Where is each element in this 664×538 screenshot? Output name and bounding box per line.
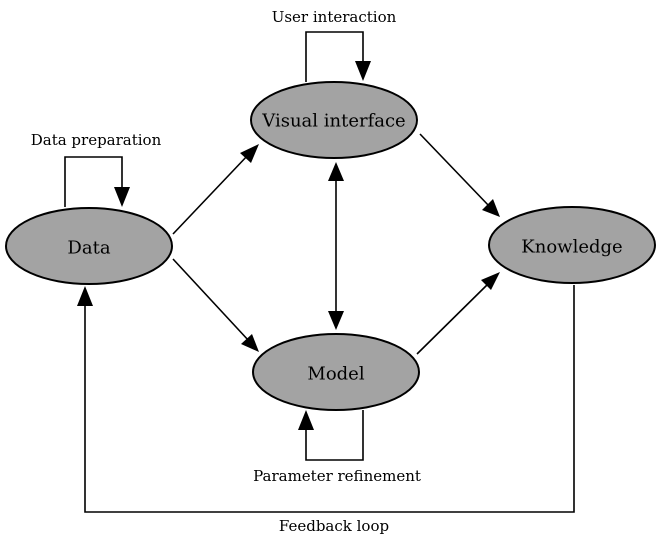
data-ellipse (5, 207, 173, 285)
node-visual-interface: Visual interface (250, 81, 418, 159)
parameter-refinement-label: Parameter refinement (253, 467, 421, 485)
feedback-loop-label: Feedback loop (279, 517, 389, 535)
node-knowledge: Knowledge (488, 206, 656, 284)
edges (64, 31, 575, 513)
arrowhead-parameter-refinement (298, 410, 314, 430)
knowledge-label: Knowledge (521, 237, 622, 258)
data-label: Data (67, 238, 110, 259)
model-ellipse (252, 333, 420, 411)
user-interaction-label: User interaction (272, 8, 397, 26)
arrowhead-data-to-model (241, 334, 259, 352)
arrowhead-down-to-model (328, 311, 344, 330)
arrowhead-up-to-visual-interface (328, 162, 344, 181)
arrowhead-data-to-visual-interface (240, 144, 259, 163)
edge-model-to-knowledge (416, 282, 490, 355)
model-label: Model (307, 364, 364, 385)
loop-data-preparation (64, 156, 123, 207)
visual-interface-ellipse (250, 81, 418, 159)
loop-feedback (84, 285, 575, 513)
edge-data-to-model (172, 258, 250, 342)
visual-interface-label: Visual interface (261, 111, 405, 132)
edge-visual-interface-to-knowledge (419, 133, 491, 208)
loop-user-interaction (305, 31, 364, 82)
arrowhead-feedback (77, 286, 93, 306)
arrowhead-visual-interface-to-knowledge (482, 199, 500, 217)
edge-data-to-visual-interface (172, 153, 250, 235)
arrowhead-model-to-knowledge (481, 272, 500, 290)
node-model: Model (252, 333, 420, 411)
data-preparation-label: Data preparation (31, 131, 162, 149)
arrowhead-user-interaction (355, 61, 371, 81)
loop-parameter-refinement (305, 410, 364, 461)
arrowhead-data-preparation (114, 187, 130, 207)
knowledge-ellipse (488, 206, 656, 284)
node-data: Data (5, 207, 173, 285)
